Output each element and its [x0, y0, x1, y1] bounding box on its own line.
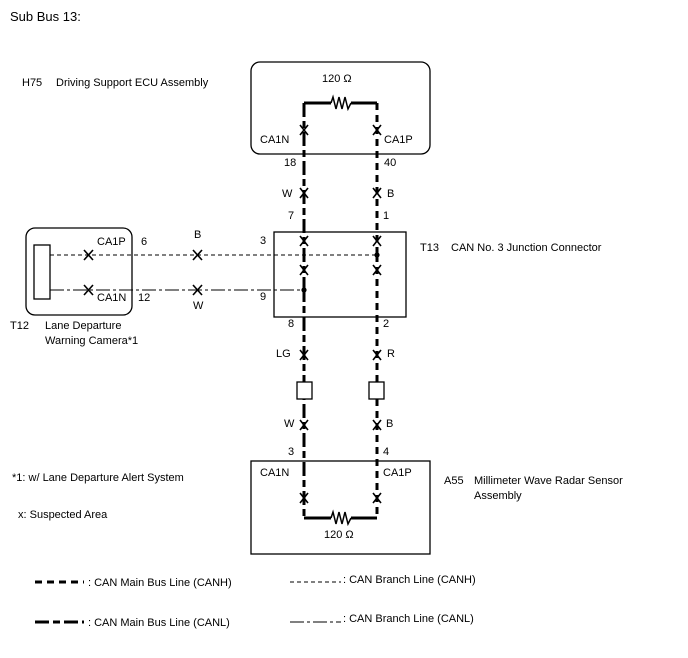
- footnote: *1: w/ Lane Departure Alert System: [12, 472, 184, 484]
- t13-name: CAN No. 3 Junction Connector: [451, 242, 602, 254]
- a55-name-line1: Millimeter Wave Radar Sensor: [474, 475, 623, 487]
- x-mark-icon: [299, 419, 309, 431]
- x-mark-icon: [372, 264, 382, 276]
- legend-canl-main-label: : CAN Main Bus Line (CANL): [88, 617, 230, 629]
- x-mark-icon: [83, 249, 94, 261]
- a55-code: A55: [444, 475, 464, 487]
- h75-ecu-box: [250, 61, 431, 155]
- canh-splice-dot: [374, 252, 380, 258]
- x-mark-icon: [372, 349, 382, 361]
- x-mark-icon: [83, 284, 94, 296]
- a55-pin-num-canl: 3: [288, 446, 294, 458]
- wire-color-middle-canl: LG: [276, 348, 291, 360]
- wire-color-upper-canl: W: [282, 188, 293, 200]
- t13-pin-8: 8: [288, 318, 294, 330]
- t13-pin-7: 7: [288, 210, 294, 222]
- x-mark-icon: [372, 235, 382, 247]
- t13-junction-connector-box: [273, 231, 407, 318]
- legend: : CAN Main Bus Line (CANH) : CAN Main Bu…: [35, 574, 476, 629]
- a55-pin-num-canh: 4: [383, 446, 389, 458]
- t12-pin-num-canh: 6: [141, 236, 147, 248]
- h75-pin-canh: CA1P: [384, 134, 413, 146]
- x-mark-icon: [299, 492, 309, 504]
- canl-intermediate-connector: [296, 381, 313, 400]
- t13-pin-9: 9: [260, 291, 266, 303]
- h75-pin-num-canl: 18: [284, 157, 296, 169]
- a55-pin-canl: CA1N: [260, 467, 289, 479]
- t12-code: T12: [10, 320, 29, 332]
- x-mark-icon: [372, 124, 382, 136]
- t12-camera-box: [25, 227, 133, 316]
- t13-code: T13: [420, 242, 439, 254]
- legend-canh-branch-label: : CAN Branch Line (CANH): [343, 574, 476, 586]
- t12-name-line1: Lane Departure: [45, 320, 121, 332]
- canl-splice-dot: [301, 287, 307, 293]
- t13-pin-2: 2: [383, 318, 389, 330]
- t12-camera-connector-symbol: [33, 244, 51, 300]
- a55-radar-sensor-box: [250, 460, 431, 555]
- x-mark-icon: [372, 187, 382, 199]
- h75-code: H75: [22, 77, 42, 89]
- t12-pin-canl: CA1N: [97, 292, 126, 304]
- h75-resistor-label: 120 Ω: [322, 73, 352, 85]
- t13-pin-1: 1: [383, 210, 389, 222]
- x-mark-icon: [299, 264, 309, 276]
- suspected-area-note: x: Suspected Area: [18, 509, 108, 521]
- a55-name-line2: Assembly: [474, 490, 522, 502]
- wire-color-branch-canl: W: [193, 300, 204, 312]
- x-mark-icon: [299, 187, 309, 199]
- suspected-area-marks: [83, 124, 382, 504]
- a55-resistor-label: 120 Ω: [324, 529, 354, 541]
- page-title: Sub Bus 13:: [10, 9, 81, 24]
- h75-name: Driving Support ECU Assembly: [56, 77, 209, 89]
- wire-color-middle-canh: R: [387, 348, 395, 360]
- x-mark-icon: [372, 419, 382, 431]
- x-mark-icon: [372, 492, 382, 504]
- t12-pin-canh: CA1P: [97, 236, 126, 248]
- a55-resistor-icon: [330, 509, 352, 527]
- wire-color-upper-canh: B: [387, 188, 394, 200]
- h75-pin-canl: CA1N: [260, 134, 289, 146]
- t13-pin-3: 3: [260, 235, 266, 247]
- h75-pin-num-canh: 40: [384, 157, 396, 169]
- a55-pin-canh: CA1P: [383, 467, 412, 479]
- wire-color-lower-canl: W: [284, 418, 295, 430]
- x-mark-icon: [192, 284, 203, 296]
- legend-canl-branch-label: : CAN Branch Line (CANL): [343, 613, 474, 625]
- x-mark-icon: [299, 349, 309, 361]
- canh-intermediate-connector: [368, 381, 385, 400]
- wire-color-branch-canh: B: [194, 229, 201, 241]
- wire-color-lower-canh: B: [386, 418, 393, 430]
- t12-name-line2: Warning Camera*1: [45, 335, 138, 347]
- h75-resistor-icon: [330, 94, 352, 112]
- t12-pin-num-canl: 12: [138, 292, 150, 304]
- x-mark-icon: [192, 249, 203, 261]
- x-mark-icon: [299, 235, 309, 247]
- legend-canh-main-label: : CAN Main Bus Line (CANH): [88, 577, 232, 589]
- x-mark-icon: [299, 124, 309, 136]
